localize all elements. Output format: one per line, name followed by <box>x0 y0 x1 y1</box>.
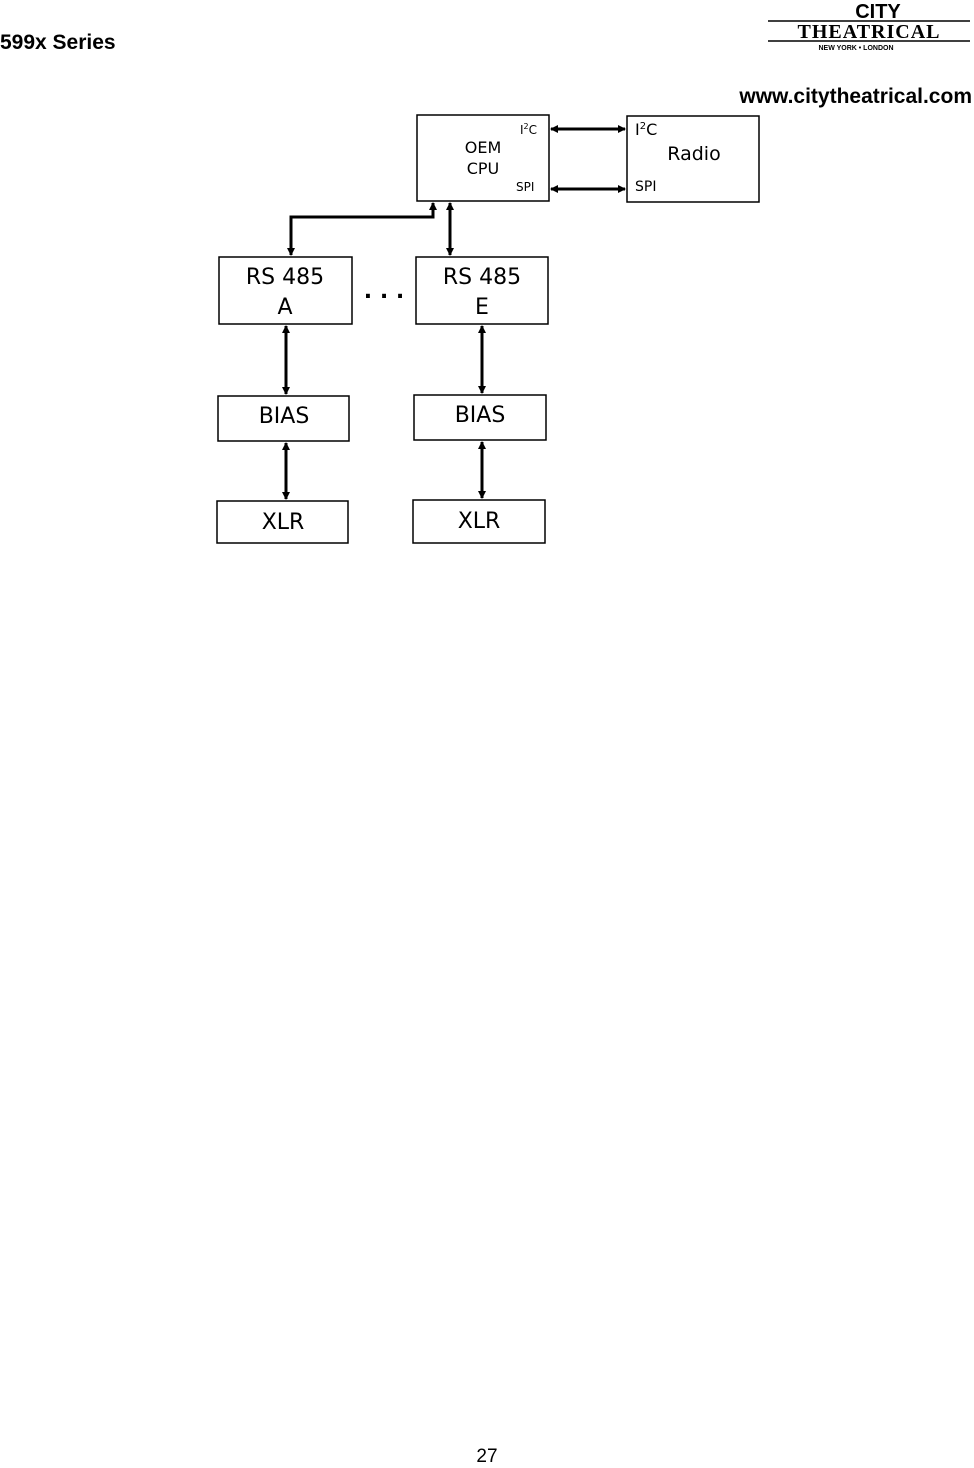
cpu-label-line1: OEM <box>465 138 502 157</box>
ellipsis-between-channels: . . . <box>364 279 404 304</box>
logo-line-city: CITY <box>855 1 901 23</box>
rs485-e-block: RS 485 E <box>415 256 549 325</box>
cpu-spi-label: SPI <box>516 180 534 194</box>
cpu-to-rs485-a-connection <box>287 202 437 256</box>
oem-cpu-block: OEM CPU I2C SPI <box>416 114 550 202</box>
rs485-a-line2: A <box>277 295 292 320</box>
xlr-a-label: XLR <box>262 510 305 535</box>
xlr-e-label: XLR <box>458 509 501 534</box>
bias-e-label: BIAS <box>455 403 506 428</box>
cpu-label-line2: CPU <box>467 159 500 178</box>
cpu-i2c-label: I2C <box>520 122 537 137</box>
rs485-a-line1: RS 485 <box>246 265 324 290</box>
rs485-a-block: RS 485 A <box>218 256 353 325</box>
radio-spi-label: SPI <box>635 179 656 195</box>
rs485-e-line2: E <box>475 295 489 320</box>
xlr-e-block: XLR <box>412 499 546 544</box>
xlr-a-block: XLR <box>216 500 349 544</box>
radio-label: Radio <box>667 143 720 165</box>
bias-e-block: BIAS <box>413 394 547 441</box>
radio-i2c-label: I2C <box>635 120 657 139</box>
bias-a-block: BIAS <box>217 395 350 442</box>
radio-block: Radio I2C SPI <box>626 115 760 203</box>
logo-line-cities: NEW YORK • LONDON <box>818 45 893 52</box>
logo-line-theatrical: THEATRICAL <box>798 21 941 43</box>
document-series-title: 599x Series <box>0 31 116 54</box>
page-number: 27 <box>476 1446 498 1467</box>
block-diagram: OEM CPU I2C SPI Radio I2C SPI RS 485 A R… <box>216 114 760 544</box>
website-url[interactable]: www.citytheatrical.com <box>739 85 972 108</box>
rs485-e-line1: RS 485 <box>443 265 521 290</box>
city-theatrical-logo: CITY THEATRICAL NEW YORK • LONDON <box>768 1 970 52</box>
bias-a-label: BIAS <box>259 404 310 429</box>
